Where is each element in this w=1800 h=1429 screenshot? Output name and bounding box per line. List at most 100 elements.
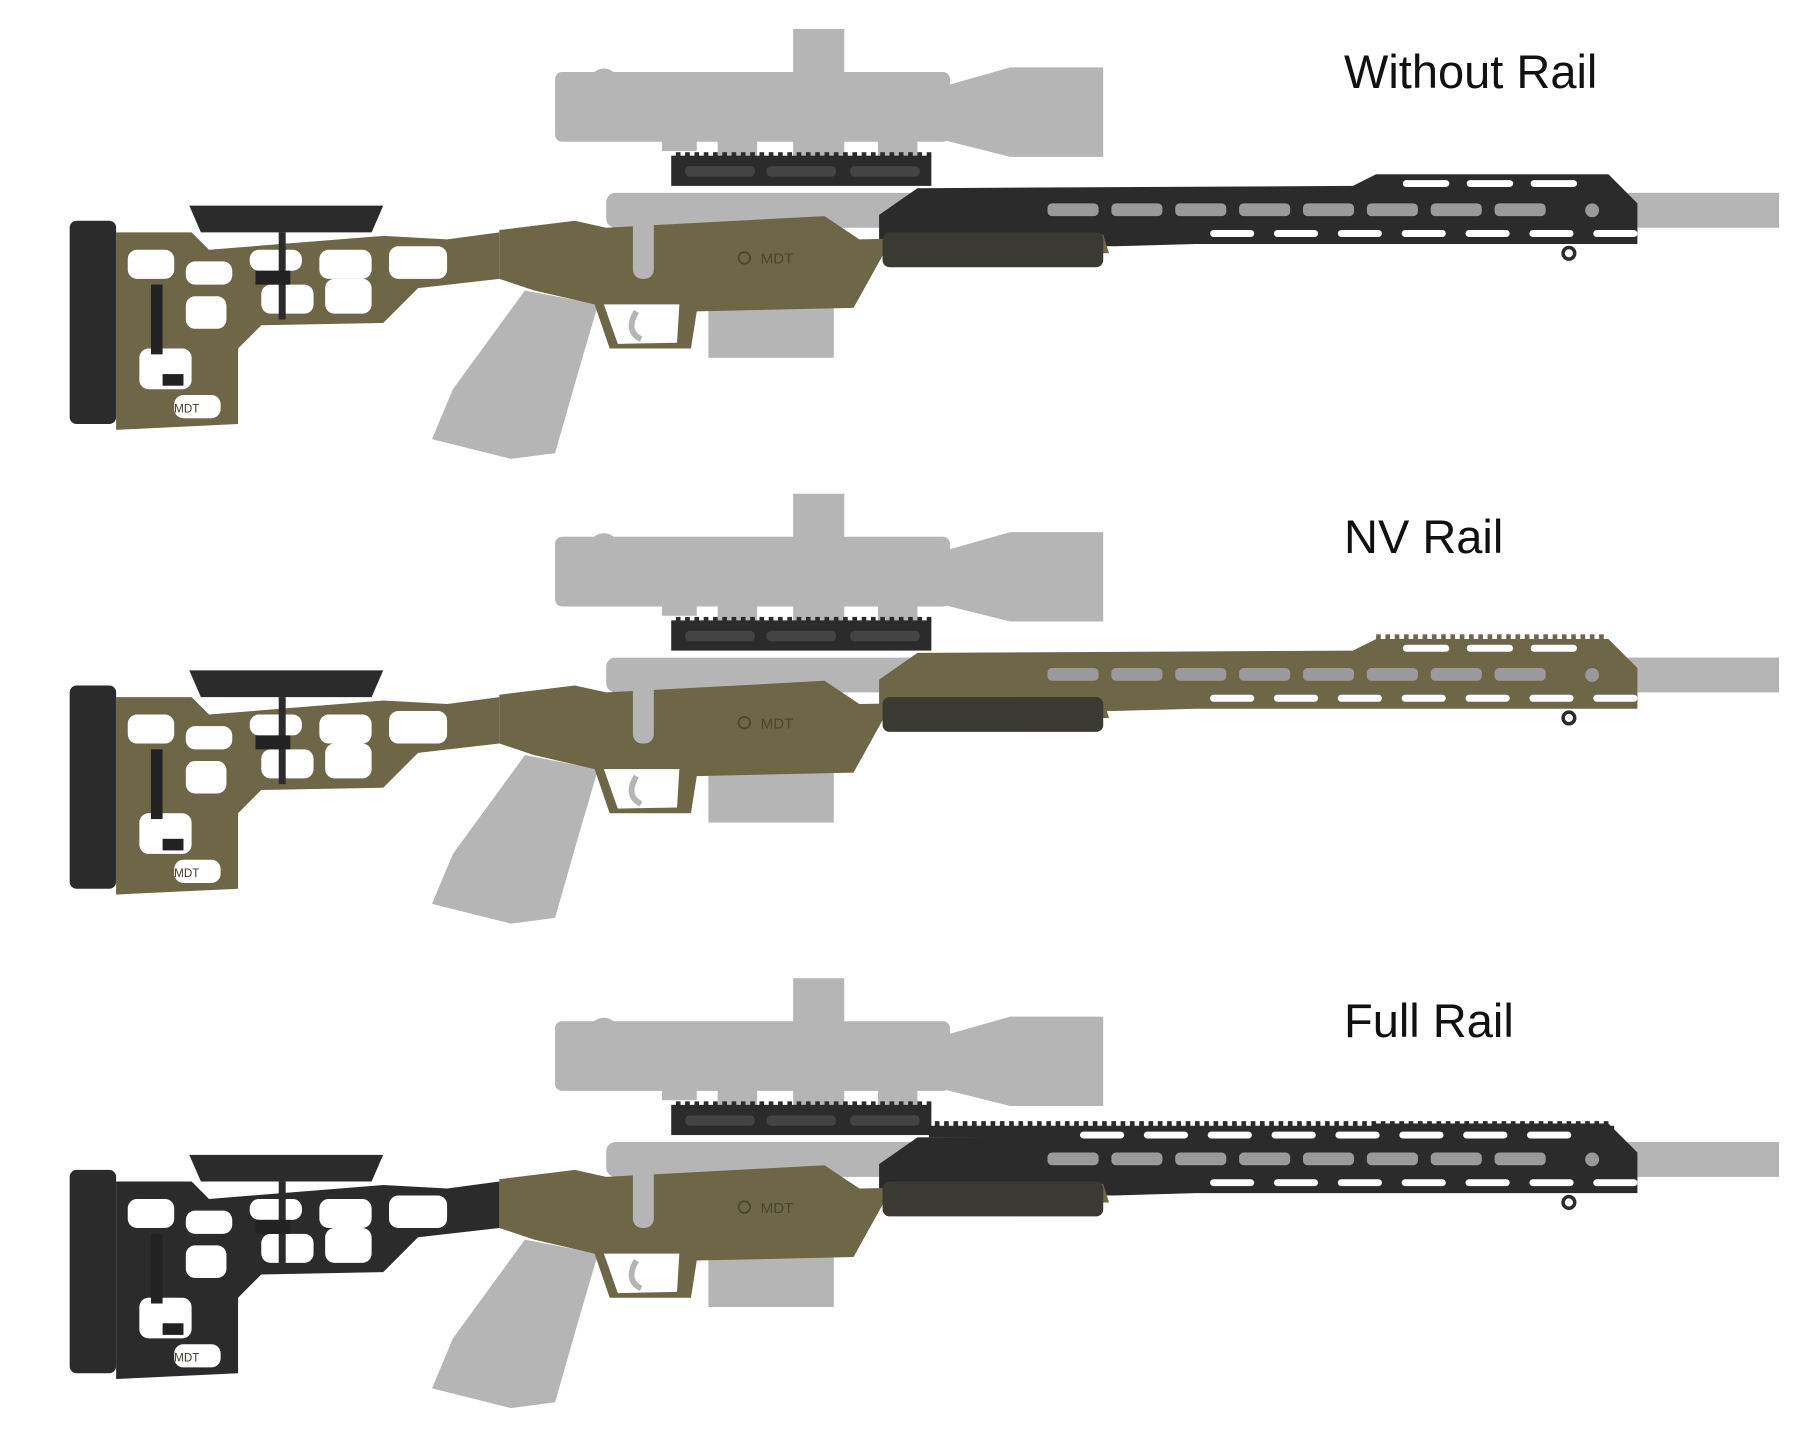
nv-rail-tooth <box>1552 634 1558 641</box>
label-full-rail: Full Rail <box>1344 994 1514 1047</box>
nv-rail-tooth <box>1478 634 1483 641</box>
full-rail-tooth <box>1260 1121 1265 1127</box>
upper-slot <box>1463 1131 1508 1139</box>
lower-slot <box>1210 230 1255 238</box>
rail-tooth <box>722 1101 727 1107</box>
full-rail-tooth <box>1120 1121 1126 1127</box>
mlok-slot <box>1047 668 1099 681</box>
mlok-slot <box>1047 1152 1099 1166</box>
nv-rail-tooth <box>1385 634 1391 641</box>
rail-tooth <box>759 1101 765 1107</box>
chassis-side-panel <box>882 1181 1104 1217</box>
full-rail-tooth <box>1250 1121 1256 1127</box>
rail-slot <box>685 166 755 177</box>
rail-tooth <box>787 152 792 157</box>
mlok-slot <box>1239 1152 1291 1166</box>
stock-cutout <box>127 1198 175 1229</box>
full-rail-tooth <box>1548 1121 1553 1127</box>
full-rail-tooth <box>1083 1121 1089 1127</box>
trigger <box>628 1259 643 1292</box>
full-rail-tooth <box>1473 1121 1479 1127</box>
buttpad <box>69 685 117 889</box>
full-rail-tooth <box>972 1121 977 1127</box>
full-rail-tooth <box>1037 1121 1042 1127</box>
rail-tooth <box>861 616 867 622</box>
lower-slot <box>1401 230 1446 238</box>
full-rail-tooth <box>1129 1121 1135 1127</box>
upper-slot <box>1530 180 1578 188</box>
lower-slot <box>1210 1179 1255 1187</box>
full-rail-tooth <box>1194 1121 1200 1127</box>
full-rail-tooth <box>981 1121 986 1127</box>
stock-cutout <box>325 278 372 314</box>
lower-slot <box>1529 230 1574 238</box>
rail-tooth <box>843 616 848 622</box>
full-rail-tooth <box>1594 1121 1600 1127</box>
lower-slot <box>1273 1179 1319 1187</box>
rail-tooth <box>675 152 681 157</box>
action <box>606 1142 920 1177</box>
lower-slot <box>1337 1179 1382 1187</box>
rail-tooth <box>722 152 727 157</box>
full-rail-tooth <box>1585 1121 1590 1127</box>
rail-tooth <box>731 1101 737 1107</box>
full-rail-tooth <box>1269 1121 1274 1127</box>
rail-tooth <box>898 152 904 157</box>
lower-slot <box>1465 230 1510 238</box>
rail-tooth <box>787 1101 792 1107</box>
full-rail-tooth <box>962 1121 968 1127</box>
rail-tooth <box>889 152 895 157</box>
bolt-handle <box>632 1158 654 1229</box>
rail-tooth <box>898 1101 904 1107</box>
scope-parallax-knob <box>588 533 619 564</box>
pistol-grip <box>432 755 599 924</box>
rail-tooth <box>778 152 783 157</box>
full-rail-tooth <box>1232 1121 1237 1127</box>
nv-rail-tooth <box>1404 634 1409 641</box>
rail-tooth <box>731 152 737 157</box>
action <box>606 192 920 228</box>
rail-tooth <box>675 616 681 622</box>
rail-tooth <box>685 616 690 622</box>
full-rail-tooth <box>1417 1121 1423 1127</box>
mlok-slot <box>1494 668 1546 681</box>
full-rail-tooth <box>1306 1121 1312 1127</box>
rail-tooth <box>685 152 690 157</box>
full-rail-tooth <box>1538 1121 1544 1127</box>
rail-tooth <box>703 152 709 157</box>
stock-cutout <box>185 1210 233 1234</box>
nv-rail-tooth <box>1441 634 1446 641</box>
stock-cutout <box>319 714 372 744</box>
monopod-knob <box>162 838 184 851</box>
full-rail-tooth <box>1325 1121 1330 1127</box>
chassis-logo: MDT <box>761 1200 794 1217</box>
rail-tooth <box>824 152 830 157</box>
sling-stud <box>1561 710 1577 726</box>
logo-mark <box>737 251 752 265</box>
rail-tooth <box>713 1101 718 1107</box>
upper-slot <box>1335 1131 1380 1139</box>
full-rail-tooth <box>953 1121 959 1127</box>
mlok-slot <box>1302 1152 1355 1166</box>
mlok-slot <box>1175 668 1227 681</box>
nv-rail-tooth <box>1431 634 1437 641</box>
rail-tooth <box>759 152 765 157</box>
rail-tooth <box>880 616 885 622</box>
nv-rail-tooth <box>1459 634 1465 641</box>
rail-tooth <box>778 1101 783 1107</box>
barrel <box>1620 1142 1780 1177</box>
rail-slot <box>685 1115 755 1126</box>
stock-cutout <box>185 1245 227 1278</box>
full-rail-tooth <box>1074 1121 1079 1127</box>
rail-tooth <box>880 1101 885 1107</box>
label-without-rail: Without Rail <box>1344 45 1598 98</box>
nv-rail-tooth <box>1543 634 1548 641</box>
rail-slot <box>850 166 920 177</box>
full-rail-tooth <box>1455 1121 1460 1127</box>
rail-tooth <box>926 152 932 157</box>
lower-slot <box>1465 694 1510 702</box>
full-rail-tooth <box>1492 1121 1497 1127</box>
